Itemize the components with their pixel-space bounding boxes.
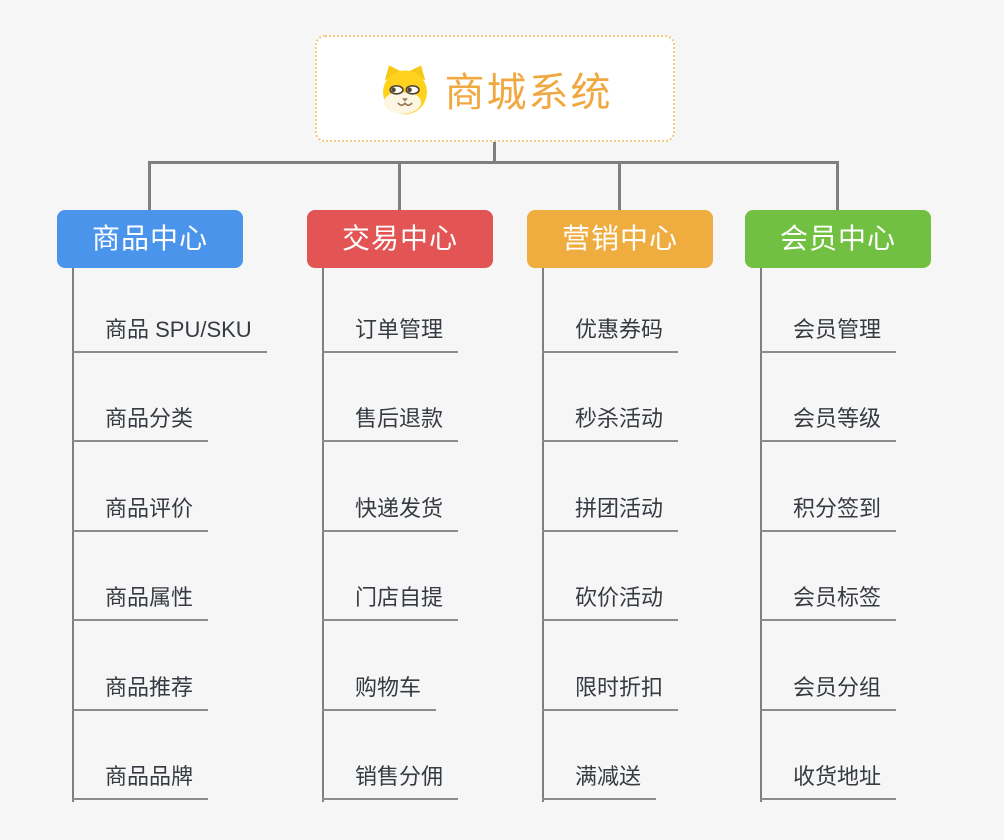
leaf-node[interactable]: 快递发货 [322, 486, 459, 532]
connector-branch-vline [760, 268, 762, 802]
leaf-node[interactable]: 商品推荐 [72, 665, 209, 711]
leaf-node[interactable]: 商品属性 [72, 575, 209, 621]
connector-branch-vline [72, 268, 74, 802]
leaf-node[interactable]: 收货地址 [760, 754, 897, 800]
connector-trunk-line [148, 161, 839, 164]
leaf-node[interactable]: 秒杀活动 [542, 396, 679, 442]
leaf-node[interactable]: 满减送 [542, 754, 657, 800]
leaf-node[interactable]: 会员等级 [760, 396, 897, 442]
leaf-node[interactable]: 商品评价 [72, 486, 209, 532]
leaf-node[interactable]: 门店自提 [322, 575, 459, 621]
leaf-node[interactable]: 购物车 [322, 665, 437, 711]
leaf-node[interactable]: 商品分类 [72, 396, 209, 442]
leaf-node[interactable]: 订单管理 [322, 307, 459, 353]
leaf-node[interactable]: 商品品牌 [72, 754, 209, 800]
leaf-node[interactable]: 会员管理 [760, 307, 897, 353]
leaf-node[interactable]: 销售分佣 [322, 754, 459, 800]
leaf-node[interactable]: 会员标签 [760, 575, 897, 621]
branch-trade-center: 交易中心 订单管理 售后退款 快递发货 门店自提 购物车 销售分佣 [307, 210, 562, 820]
leaf-node[interactable]: 售后退款 [322, 396, 459, 442]
connector-drop-trade [398, 161, 401, 210]
leaf-node[interactable]: 商品 SPU/SKU [72, 307, 267, 353]
connector-drop-member [836, 161, 839, 210]
leaf-node[interactable]: 优惠券码 [542, 307, 679, 353]
connector-root-stub [493, 142, 496, 163]
branch-product-center: 商品中心 商品 SPU/SKU 商品分类 商品评价 商品属性 商品推荐 商品品牌 [57, 210, 312, 820]
dog-face-icon [382, 64, 427, 114]
leaf-node[interactable]: 积分签到 [760, 486, 897, 532]
root-node[interactable]: 商城系统 [315, 35, 675, 142]
branch-marketing-center: 营销中心 优惠券码 秒杀活动 拼团活动 砍价活动 限时折扣 满减送 [527, 210, 782, 820]
connector-branch-vline [542, 268, 544, 802]
leaf-node[interactable]: 砍价活动 [542, 575, 679, 621]
connector-branch-vline [322, 268, 324, 802]
branch-node-trade-center[interactable]: 交易中心 [307, 210, 493, 268]
connector-drop-product [148, 161, 151, 210]
branch-node-product-center[interactable]: 商品中心 [57, 210, 243, 268]
connector-drop-marketing [618, 161, 621, 210]
leaf-node[interactable]: 限时折扣 [542, 665, 679, 711]
branch-member-center: 会员中心 会员管理 会员等级 积分签到 会员标签 会员分组 收货地址 [745, 210, 1000, 820]
root-title: 商城系统 [444, 70, 613, 115]
leaf-node[interactable]: 会员分组 [760, 665, 897, 711]
branch-node-marketing-center[interactable]: 营销中心 [527, 210, 713, 268]
branch-node-member-center[interactable]: 会员中心 [745, 210, 931, 268]
leaf-node[interactable]: 拼团活动 [542, 486, 679, 532]
